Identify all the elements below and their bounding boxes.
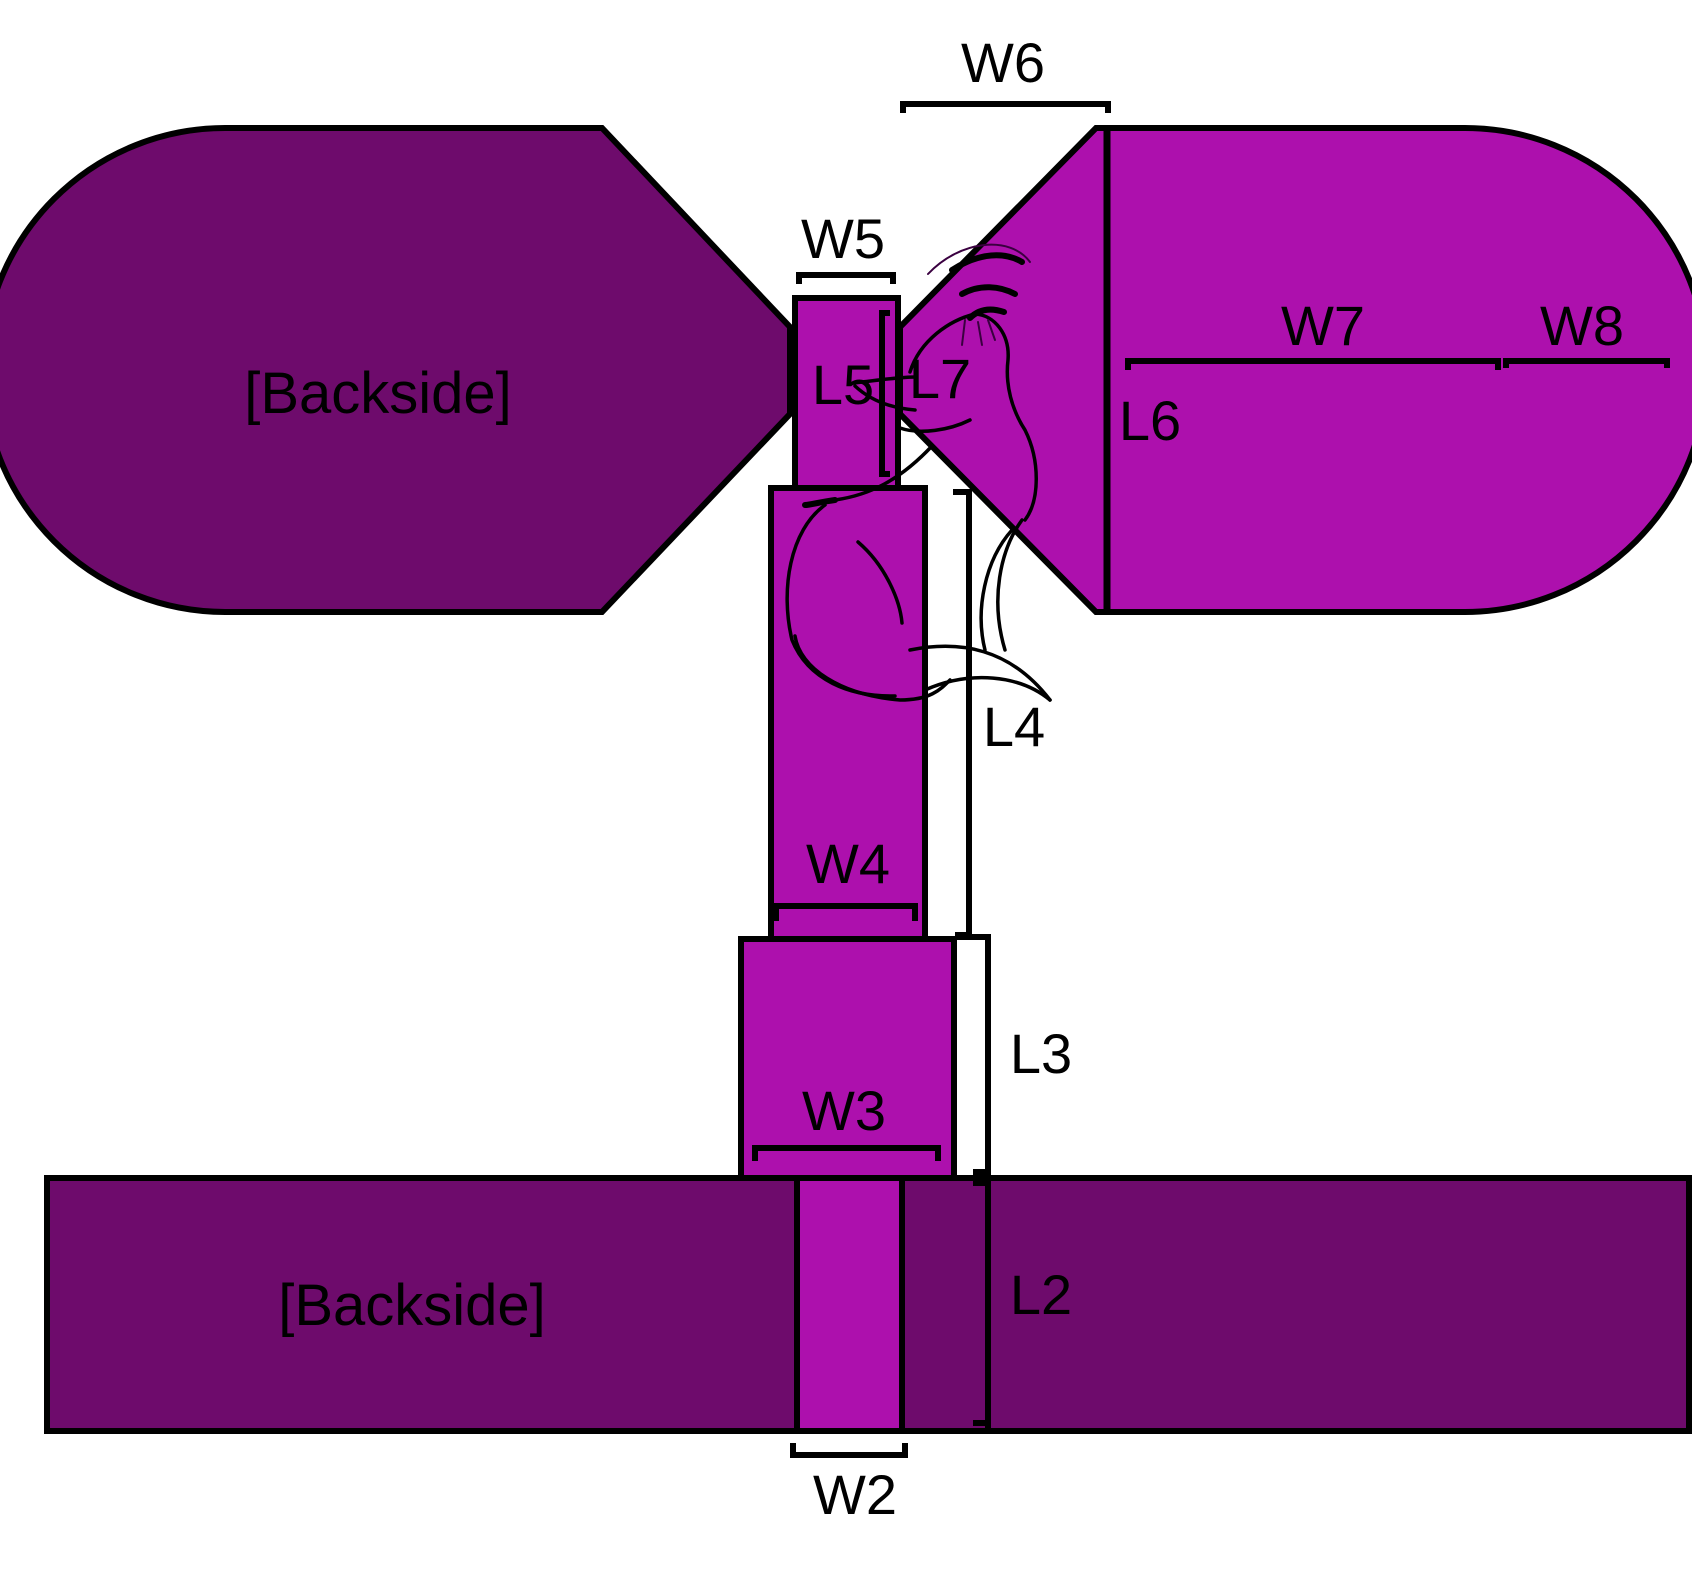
bracket-l2 [973,1180,991,1426]
bracket-w3 [752,1145,941,1161]
backside-ground-right [899,1175,1692,1434]
bracket-w6 [900,101,1111,113]
label-l7: L7 [909,347,971,410]
label-l2: L2 [1010,1263,1072,1326]
label-w7: W7 [1281,294,1365,357]
dimension-brackets [752,101,1670,1458]
label-w5: W5 [801,207,885,270]
label-w8: W8 [1540,294,1624,357]
feed-segment-w4 [768,485,928,942]
bracket-l5 [879,310,890,477]
bracket-l4 [953,489,972,938]
backside-label-arm: [Backside] [244,361,512,426]
bracket-w4 [773,903,918,921]
label-w3: W3 [802,1079,886,1142]
bracket-l3 [955,934,991,1175]
bracket-w7 [1125,358,1501,370]
label-l3: L3 [1010,1022,1072,1085]
label-l4: L4 [983,695,1045,758]
bracket-w2 [790,1443,908,1458]
bracket-w5 [796,272,896,284]
bracket-w8 [1503,358,1670,368]
front-right-arm [897,125,1692,615]
label-w2: W2 [813,1463,897,1526]
feed-segment-w2 [794,1175,905,1434]
label-w6: W6 [961,31,1045,94]
label-l6: L6 [1119,389,1181,452]
label-w4: W4 [806,832,890,895]
backside-label-ground: [Backside] [278,1273,546,1338]
feed-segment-w3 [738,936,957,1181]
backside-left-arm [0,125,793,615]
backside-ground-left [44,1175,800,1434]
label-l5: L5 [812,353,874,416]
